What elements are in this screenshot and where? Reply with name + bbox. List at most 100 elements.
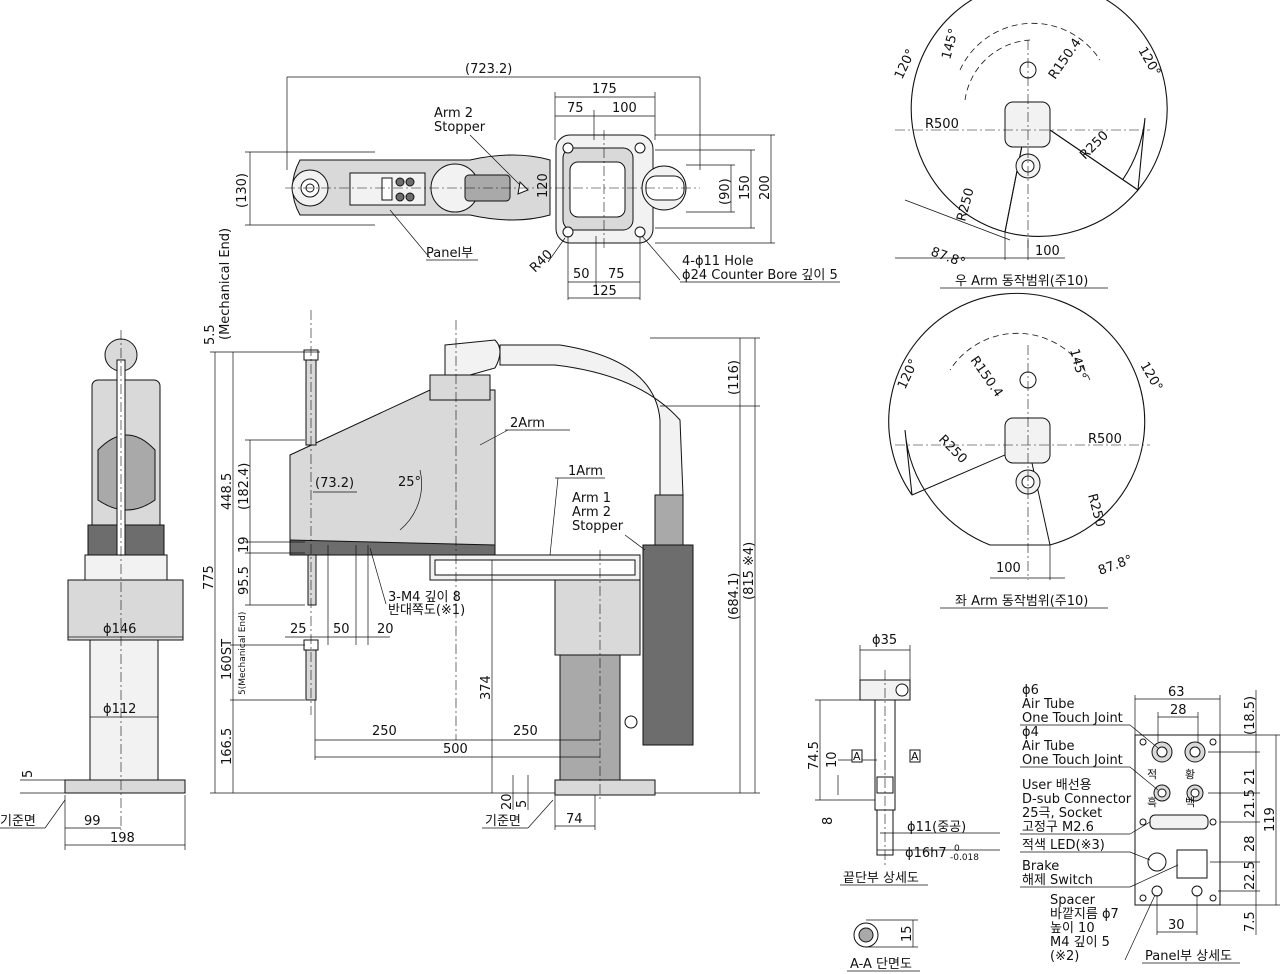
section-d15: 15 — [900, 925, 915, 942]
side-d5b: 5 — [515, 800, 530, 808]
top-view: (723.2) 175 75 100 (130) 120 (90) 150 20… — [235, 62, 840, 300]
right-arm-motion-range: 120° 145° R150.4 120° R500 R250 R250 87.… — [892, 0, 1168, 289]
panel-air4-size: ϕ4 — [1022, 725, 1039, 740]
dim-200: 200 — [758, 175, 773, 200]
tip-detail: ϕ35 74.5 10 8 A A ϕ11(중공) ϕ16h7 0 -0.018… — [807, 633, 1000, 886]
front-d112: ϕ112 — [103, 702, 136, 717]
tip-d10: 10 — [825, 751, 840, 768]
side-d5-5: 5.5 — [203, 324, 218, 345]
label-arm2: Arm 2 — [434, 106, 473, 121]
side-d448-5: 448.5 — [220, 473, 235, 510]
dim-175: 175 — [592, 82, 617, 97]
front-d5: 5 — [21, 770, 36, 778]
side-view: (Mechanical End) 5.5 448.5 (182.4) (73.2… — [202, 228, 760, 830]
side-d73-2: (73.2) — [315, 476, 354, 491]
panel-detail: 적 황 흑 백 ϕ6 Air Tube One Touch Joint ϕ4 A… — [1020, 683, 1280, 964]
panel-d18-5: (18.5) — [1243, 696, 1258, 735]
panel-dsub-1: User 배선용 — [1022, 778, 1092, 793]
dim-120: 120 — [536, 173, 551, 198]
side-d19: 19 — [237, 536, 252, 553]
panel-d30: 30 — [1168, 918, 1185, 933]
tip-d74-5: 74.5 — [807, 741, 822, 770]
dim-90: (90) — [718, 178, 733, 205]
panel-spacer-3: 높이 10 — [1050, 921, 1095, 936]
side-d684: (684.1) — [727, 573, 742, 620]
label-stopper: Stopper — [434, 120, 486, 135]
panel-spacer-4: M4 깊이 5 — [1050, 935, 1110, 950]
front-d198: 198 — [110, 831, 135, 846]
right-angle-87: 87.8° — [929, 245, 967, 271]
left-d100: 100 — [996, 561, 1021, 576]
left-arm-motion-range: 120° R150.4 145° 120° R250 R500 R250 100… — [888, 292, 1165, 609]
tip-d11: ϕ11(중공) — [907, 820, 966, 835]
panel-dsub-2: D-sub Connector — [1022, 792, 1132, 807]
dim-130: (130) — [235, 173, 250, 208]
panel-dsub-3: 25극, Socket — [1022, 806, 1102, 821]
tip-section-a-right: A — [911, 750, 919, 763]
side-d74: 74 — [566, 812, 583, 827]
label-1arm: 1Arm — [568, 464, 603, 479]
panel-spacer-5: (※2) — [1050, 949, 1079, 964]
panel-d63: 63 — [1168, 685, 1185, 700]
panel-spacer-1: Spacer — [1050, 893, 1096, 908]
label-stop-arm1: Arm 1 — [572, 491, 611, 506]
panel-label-yellow: 황 — [1185, 768, 1195, 781]
side-d250b: 250 — [513, 724, 538, 739]
side-mechanical-end-small: 5(Mechanical End) — [238, 612, 248, 695]
side-d182-4: (182.4) — [237, 463, 252, 510]
panel-caption: Panel부 상세도 — [1145, 949, 1232, 964]
front-base-ref: 기준면 — [0, 814, 36, 829]
panel-air4-joint: One Touch Joint — [1022, 753, 1123, 768]
side-d116: (116) — [727, 360, 742, 395]
panel-led: 적색 LED(※3) — [1022, 838, 1105, 853]
section-caption: A-A 단면도 — [850, 957, 912, 972]
dim-75-bottom: 75 — [608, 267, 625, 282]
dim-r40: R40 — [527, 247, 556, 276]
panel-label-black: 흑 — [1147, 795, 1157, 809]
panel-dsub-4: 고정구 M2.6 — [1022, 820, 1094, 835]
side-d20: 20 — [377, 622, 394, 637]
panel-d28b: 28 — [1243, 835, 1258, 852]
label-stop-arm2: Arm 2 — [572, 505, 611, 520]
section-aa: 15 A-A 단면도 — [847, 919, 920, 972]
side-d500: 500 — [443, 742, 468, 757]
tip-tolerance-top: 0 — [954, 844, 960, 854]
dim-125: 125 — [592, 284, 617, 299]
side-d25: 25 — [290, 622, 307, 637]
right-d100: 100 — [1035, 244, 1060, 259]
panel-d28: 28 — [1170, 703, 1187, 718]
tip-d8: 8 — [821, 817, 836, 825]
side-d250a: 250 — [372, 724, 397, 739]
side-m4-holes: 3-M4 깊이 8 — [388, 590, 461, 605]
dim-overall-length: (723.2) — [465, 62, 512, 77]
panel-label-white: 백 — [1185, 796, 1195, 809]
label-panel: Panel부 — [426, 246, 473, 261]
panel-brake-2: 해제 Switch — [1022, 873, 1093, 888]
panel-brake-1: Brake — [1022, 859, 1059, 874]
panel-spacer-2: 바깥지름 ϕ7 — [1050, 907, 1119, 922]
dim-50: 50 — [573, 267, 590, 282]
label-hole: 4-ϕ11 Hole — [682, 254, 754, 269]
right-r500: R500 — [925, 117, 959, 132]
left-angle-87: 87.8° — [1096, 553, 1134, 579]
label-counter-bore: ϕ24 Counter Bore 깊이 5 — [682, 268, 838, 283]
panel-air6-joint: One Touch Joint — [1022, 711, 1123, 726]
side-d374: 374 — [479, 675, 494, 700]
side-d20b: 20 — [500, 793, 515, 810]
front-d146: ϕ146 — [103, 622, 136, 637]
panel-d21-5: 21.5 — [1243, 789, 1258, 818]
tip-tolerance-bottom: -0.018 — [950, 853, 979, 863]
tip-section-a-left: A — [853, 750, 861, 763]
side-d95-5: 95.5 — [237, 566, 252, 595]
dim-75: 75 — [567, 101, 584, 116]
panel-air6-tube: Air Tube — [1022, 697, 1074, 712]
side-angle-25: 25° — [398, 475, 421, 490]
panel-d21: 21 — [1243, 768, 1258, 785]
side-d815: (815 ※4) — [742, 542, 757, 600]
tip-caption: 끝단부 상세도 — [843, 871, 919, 886]
left-arm-caption: 좌 Arm 동작범위(주10) — [955, 594, 1088, 609]
front-view: ϕ146 ϕ112 5 기준면 99 198 — [0, 330, 186, 850]
tip-d16: ϕ16h7 — [905, 846, 947, 861]
side-m4-opposite: 반대쪽도(※1) — [388, 603, 465, 618]
